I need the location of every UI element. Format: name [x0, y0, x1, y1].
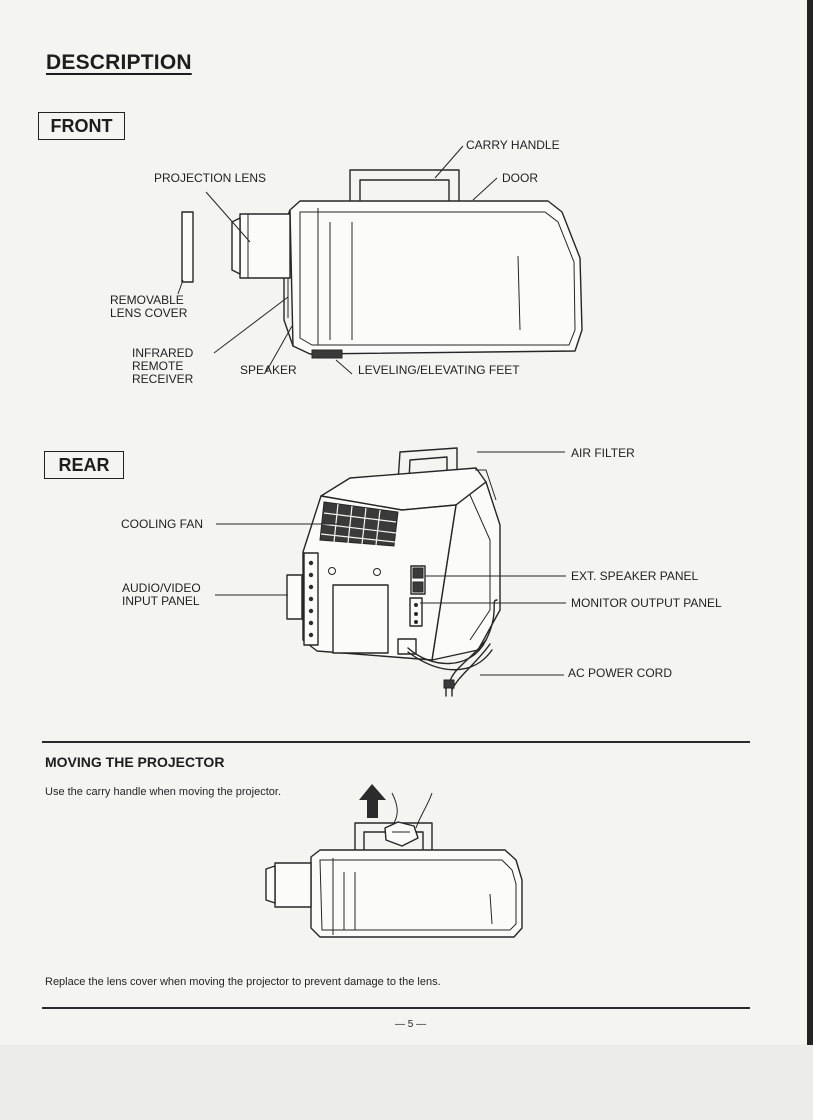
rear-projector-illustration	[215, 447, 566, 697]
front-section-heading: FRONT	[38, 112, 125, 140]
label-audio-video-input-panel: AUDIO/VIDEO INPUT PANEL	[122, 581, 201, 608]
page-edge-shadow	[807, 0, 813, 1045]
moving-section-heading: MOVING THE PROJECTOR	[45, 754, 225, 770]
moving-projector-illustration	[265, 784, 523, 938]
label-removable-lens-cover: REMOVABLE LENS COVER	[110, 293, 188, 320]
label-ext-speaker-panel: EXT. SPEAKER PANEL	[571, 569, 699, 583]
label-infrared-remote-receiver: INFRARED REMOTE RECEIVER	[132, 346, 194, 386]
label-cooling-fan: COOLING FAN	[121, 517, 204, 531]
label-ac-power-cord: AC POWER CORD	[568, 666, 673, 680]
label-carry-handle: CARRY HANDLE	[466, 138, 560, 152]
label-air-filter: AIR FILTER	[571, 446, 635, 460]
label-projection-lens: PROJECTION LENS	[154, 171, 267, 185]
section-divider-top	[42, 741, 750, 743]
page-number: — 5 —	[395, 1019, 427, 1030]
label-door: DOOR	[502, 171, 538, 185]
page-title: DESCRIPTION	[46, 51, 192, 74]
moving-note: Replace the lens cover when moving the p…	[45, 976, 441, 988]
front-projector-illustration	[177, 145, 583, 375]
section-divider-bottom	[42, 1007, 750, 1009]
label-monitor-output-panel: MONITOR OUTPUT PANEL	[571, 596, 722, 610]
label-speaker: SPEAKER	[240, 363, 297, 377]
rear-section-heading: REAR	[44, 451, 124, 479]
illustrations	[177, 145, 583, 938]
label-leveling-feet: LEVELING/ELEVATING FEET	[358, 363, 520, 377]
moving-instruction: Use the carry handle when moving the pro…	[45, 786, 282, 798]
scan-background	[0, 1045, 813, 1120]
